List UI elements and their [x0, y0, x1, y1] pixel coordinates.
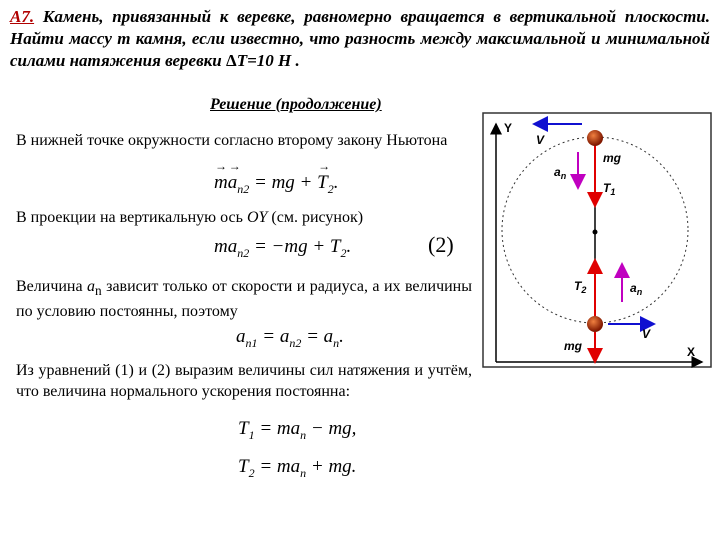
axis-y-label: Y	[504, 121, 512, 135]
axis-x-label: X	[687, 345, 695, 359]
paragraph-projection: В проекции на вертикальную ось OY (см. р…	[16, 209, 364, 226]
vector-a: a	[228, 159, 240, 194]
gravity-bottom-label: mg	[564, 339, 583, 353]
accel-top-label: an	[554, 165, 567, 181]
formula-vector-newton: man2 = mg + T2.	[214, 159, 338, 197]
formula-acceleration-equal: an1 = an2 = an.	[236, 326, 344, 350]
gravity-top-label: mg	[603, 151, 622, 165]
equation-number: (2)	[428, 232, 454, 257]
stone-bottom	[587, 316, 603, 332]
paragraph-express: Из уравнений (1) и (2) выразим величины …	[16, 362, 472, 400]
paragraph-acceleration: Величина an зависит только от скорости и…	[16, 278, 472, 321]
formula-T2: T2 = man + mg.	[238, 456, 357, 480]
problem-statement: А7. Камень, привязанный к веревке, равно…	[10, 6, 710, 72]
problem-number: А7.	[10, 7, 35, 26]
problem-text: Камень, привязанный к веревке, равномерн…	[10, 7, 711, 70]
formula-T1: T1 = man − mg,	[238, 418, 357, 442]
tension-bottom-label: T2	[574, 279, 586, 295]
tension-top-label: T1	[603, 181, 615, 197]
velocity-bottom-label: V	[642, 327, 651, 341]
vector-T: T	[317, 159, 330, 194]
delta-symbol: Δ	[226, 51, 237, 70]
force-diagram: Y X V mg T1 an T2 an V mg	[482, 112, 712, 368]
velocity-top-label: V	[536, 133, 545, 147]
solution-heading: Решение (продолжение)	[210, 96, 382, 113]
paragraph-newton: В нижней точке окружности согласно второ…	[16, 132, 448, 149]
delta-value: T=10 Н .	[236, 51, 300, 70]
stone-top	[587, 130, 603, 146]
accel-bottom-label: an	[630, 281, 643, 297]
rope-center	[592, 229, 598, 235]
formula-projection: man2 = −mg + T2.	[214, 236, 352, 260]
